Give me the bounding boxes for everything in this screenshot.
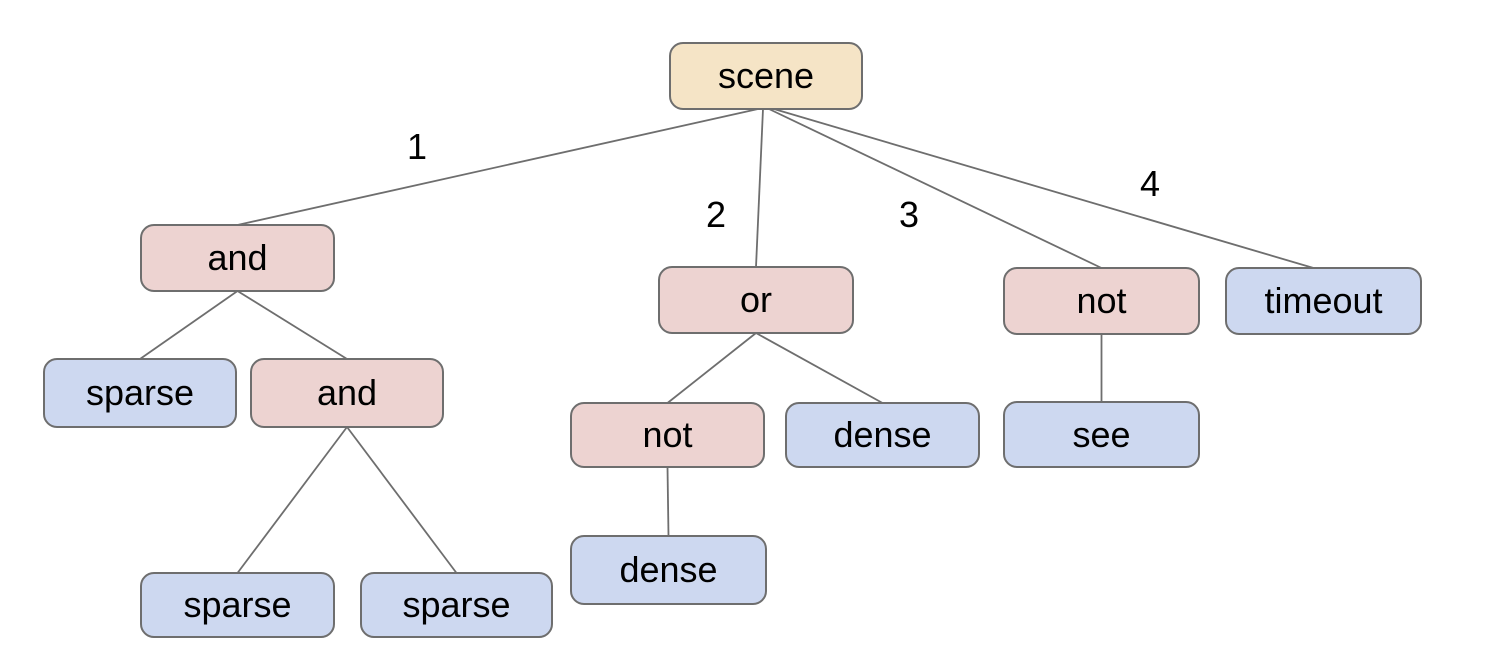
node-label-sparse-3: sparse (402, 584, 511, 625)
node-label-and-1: and (207, 237, 268, 278)
node-label-dense-2: dense (619, 549, 718, 590)
edge-label-4: 4 (1139, 163, 1161, 204)
edge-and-1-to-sparse-1 (139, 290, 239, 360)
node-label-dense-1: dense (833, 414, 932, 455)
tree-node-not-1: not (1003, 267, 1200, 335)
node-label-not-1: not (1076, 280, 1127, 321)
edge-label-3: 3 (898, 194, 920, 235)
node-label-and-2: and (316, 372, 378, 413)
tree-node-timeout-1: timeout (1225, 267, 1422, 335)
edge-and-2-to-sparse-2 (236, 426, 348, 574)
edge-not-2-to-dense-2 (666, 466, 670, 537)
node-label-timeout-1: timeout (1264, 280, 1383, 321)
edge-and-2-to-sparse-3 (346, 426, 458, 574)
tree-node-and-2: and (250, 358, 444, 428)
tree-node-see-1: see (1003, 401, 1200, 468)
tree-node-sparse-3: sparse (360, 572, 553, 638)
tree-node-sparse-2: sparse (140, 572, 335, 638)
edge-label-1: 1 (406, 126, 428, 167)
tree-node-not-2: not (570, 402, 765, 468)
edge-and-1-to-and-2 (237, 290, 348, 360)
edge-or-1-to-dense-1 (755, 332, 883, 404)
edge-or-1-to-not-2 (666, 332, 757, 404)
tree-node-scene: scene (669, 42, 863, 110)
node-label-or-1: or (739, 279, 772, 320)
node-label-sparse-2: sparse (183, 584, 292, 625)
edge-label-2: 2 (705, 194, 727, 235)
tree-node-and-1: and (140, 224, 335, 292)
tree-node-or-1: or (658, 266, 854, 334)
node-label-sparse-1: sparse (85, 372, 195, 413)
edge-scene-to-not-1 (768, 108, 1102, 269)
tree-node-sparse-1: sparse (43, 358, 237, 428)
node-label-scene: scene (717, 55, 815, 96)
edge-scene-to-or-1 (755, 108, 764, 268)
node-label-not-2: not (642, 414, 693, 455)
edge-scene-to-timeout-1 (773, 108, 1314, 269)
edge-scene-to-and-1 (237, 108, 759, 226)
node-label-see-1: see (1072, 413, 1131, 455)
tree-node-dense-2: dense (570, 535, 767, 605)
tree-node-dense-1: dense (785, 402, 980, 468)
